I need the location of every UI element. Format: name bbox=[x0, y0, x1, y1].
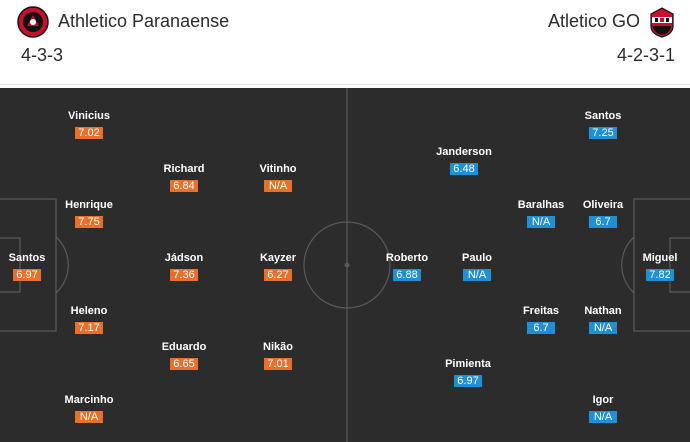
player-name: Miguel bbox=[642, 252, 678, 264]
player-rating: 7.17 bbox=[75, 322, 103, 334]
player-name: Nathan bbox=[584, 305, 622, 317]
home-player[interactable]: Richard 6.84 bbox=[149, 163, 219, 194]
player-name: Santos bbox=[584, 110, 622, 122]
player-name: Kayzer bbox=[259, 252, 297, 264]
away-player[interactable]: Janderson 6.48 bbox=[429, 146, 499, 177]
away-player[interactable]: Santos 7.25 bbox=[568, 110, 638, 141]
player-rating: 7.01 bbox=[264, 358, 292, 370]
player-rating: 6.65 bbox=[170, 358, 198, 370]
away-player[interactable]: Freitas 6.7 bbox=[506, 305, 576, 336]
player-name: Pimienta bbox=[445, 358, 491, 370]
player-rating: 6.7 bbox=[589, 216, 617, 228]
player-rating: 6.48 bbox=[450, 163, 478, 175]
player-name: Janderson bbox=[436, 146, 492, 158]
player-rating: 7.02 bbox=[75, 127, 103, 139]
away-player[interactable]: Igor N/A bbox=[568, 394, 638, 425]
header-divider bbox=[0, 84, 690, 85]
player-name: Eduardo bbox=[161, 341, 207, 353]
player-rating: 6.88 bbox=[393, 269, 421, 281]
player-rating: N/A bbox=[589, 411, 617, 423]
player-name: Freitas bbox=[522, 305, 560, 317]
away-formation: 4-2-3-1 bbox=[616, 45, 675, 65]
away-player[interactable]: Paulo N/A bbox=[442, 252, 512, 283]
home-player[interactable]: Henrique 7.75 bbox=[54, 199, 124, 230]
player-name: Nikão bbox=[263, 341, 293, 353]
pitch-markings bbox=[0, 88, 690, 442]
player-rating: N/A bbox=[589, 322, 617, 334]
home-team-name[interactable]: Athletico Paranaense bbox=[58, 11, 230, 31]
match-header: Athletico Paranaense 4-3-3 Atletico GO 4… bbox=[0, 0, 690, 86]
away-player[interactable]: Pimienta 6.97 bbox=[433, 358, 503, 389]
player-rating: 7.25 bbox=[589, 127, 617, 139]
player-rating: 6.84 bbox=[170, 180, 198, 192]
atletico-go-crest-icon bbox=[648, 6, 676, 38]
home-player[interactable]: Heleno 7.17 bbox=[54, 305, 124, 336]
home-player[interactable]: Jádson 7.36 bbox=[149, 252, 219, 283]
player-rating: 7.75 bbox=[75, 216, 103, 228]
home-player[interactable]: Eduardo 6.65 bbox=[149, 341, 219, 372]
player-name: Jádson bbox=[164, 252, 204, 264]
player-name: Santos bbox=[8, 252, 46, 264]
player-rating: N/A bbox=[463, 269, 491, 281]
home-player[interactable]: Vinicius 7.02 bbox=[54, 110, 124, 141]
player-name: Paulo bbox=[462, 252, 492, 264]
player-rating: 6.97 bbox=[454, 375, 482, 387]
home-player[interactable]: Nikão 7.01 bbox=[243, 341, 313, 372]
player-name: Vitinho bbox=[259, 163, 297, 175]
player-name: Marcinho bbox=[64, 394, 114, 406]
home-player[interactable]: Marcinho N/A bbox=[54, 394, 124, 425]
pitch: Santos 6.97 Vinicius 7.02 Henrique 7.75 … bbox=[0, 88, 690, 442]
away-player[interactable]: Oliveira 6.7 bbox=[568, 199, 638, 230]
player-name: Heleno bbox=[70, 305, 108, 317]
player-rating: N/A bbox=[527, 216, 555, 228]
away-player[interactable]: Roberto 6.88 bbox=[372, 252, 442, 283]
player-name: Roberto bbox=[385, 252, 429, 264]
away-player[interactable]: Nathan N/A bbox=[568, 305, 638, 336]
player-name: Henrique bbox=[65, 199, 113, 211]
away-team-name[interactable]: Atletico GO bbox=[547, 11, 640, 31]
player-name: Igor bbox=[592, 394, 614, 406]
player-rating: 6.97 bbox=[13, 269, 41, 281]
player-name: Richard bbox=[163, 163, 205, 175]
away-player[interactable]: Baralhas N/A bbox=[506, 199, 576, 230]
home-player[interactable]: Santos 6.97 bbox=[0, 252, 62, 283]
player-rating: 7.36 bbox=[170, 269, 198, 281]
athletico-paranaense-crest-icon bbox=[17, 6, 49, 38]
away-player[interactable]: Miguel 7.82 bbox=[625, 252, 690, 283]
player-rating: 7.82 bbox=[646, 269, 674, 281]
player-rating: N/A bbox=[75, 411, 103, 423]
home-player[interactable]: Vitinho N/A bbox=[243, 163, 313, 194]
player-name: Vinicius bbox=[68, 110, 110, 122]
home-player[interactable]: Kayzer 6.27 bbox=[243, 252, 313, 283]
player-rating: N/A bbox=[264, 180, 292, 192]
player-rating: 6.7 bbox=[527, 322, 555, 334]
player-name: Oliveira bbox=[582, 199, 624, 211]
player-name: Baralhas bbox=[517, 199, 565, 211]
home-formation: 4-3-3 bbox=[21, 45, 64, 65]
player-rating: 6.27 bbox=[264, 269, 292, 281]
